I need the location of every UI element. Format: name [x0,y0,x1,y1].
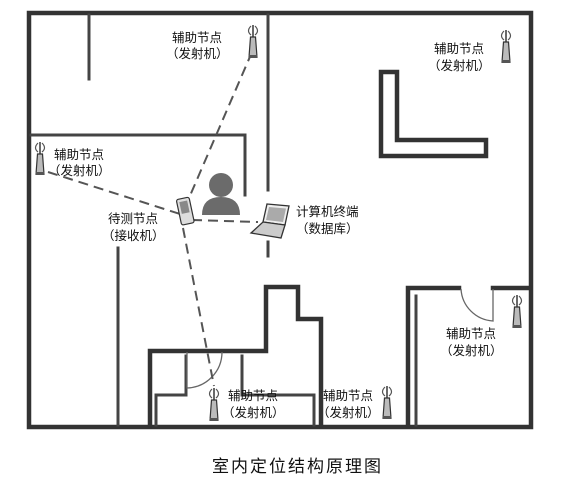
anchor-role-label: （发射机） [428,58,491,73]
bottom-room-wall [147,284,324,428]
target-role-label: （接收机） [102,228,165,243]
handheld-device-icon [176,196,195,226]
anchor-role-label: （发射机） [166,46,229,61]
anchor-role-label: （发射机） [48,163,111,178]
anchor-name-label: 辅助节点 [323,388,373,403]
floor-plan [26,10,534,430]
signal-links [47,51,259,387]
anchor-role-label: （发射机） [440,343,503,358]
inner-room-wall [240,354,316,427]
person-icon [202,173,240,215]
link-server [191,219,259,223]
anchor-name-label: 辅助节点 [434,41,484,56]
antenna-tower-icon [208,387,220,422]
figure-caption: 室内定位结构原理图 [212,457,383,477]
door-arc [460,288,494,322]
server-role-label: （数据库） [296,221,359,236]
antenna-tower-icon [247,24,259,59]
anchor-name-label: 辅助节点 [446,326,496,341]
antenna-tower-icon [511,294,523,329]
anchor-name-label: 辅助节点 [228,388,278,403]
outer-wall [26,10,534,430]
inner-room-wall [154,393,188,427]
antenna-tower-icon [500,29,512,64]
anchor-role-label: （发射机） [222,405,285,420]
door-arc [186,351,223,389]
anchor-name-label: 辅助节点 [172,30,222,45]
server-name-label: 计算机终端 [296,204,359,219]
antenna-tower-icon [381,385,393,420]
link-bottom-left [182,227,215,387]
anchor-name-label: 辅助节点 [54,147,104,162]
laptop-icon [249,203,290,239]
anchor-role-label: （发射机） [317,405,380,420]
target-name-label: 待测节点 [108,211,158,226]
link-left [47,171,181,215]
right-room-wall [405,285,462,428]
antenna-tower-icon [34,141,46,176]
labels: 辅助节点 （发射机） 辅助节点 （发射机） 辅助节点 （发射机） 辅助节点 （发… [48,30,503,420]
l-shaped-block [378,69,489,159]
link-top-center [185,51,253,206]
